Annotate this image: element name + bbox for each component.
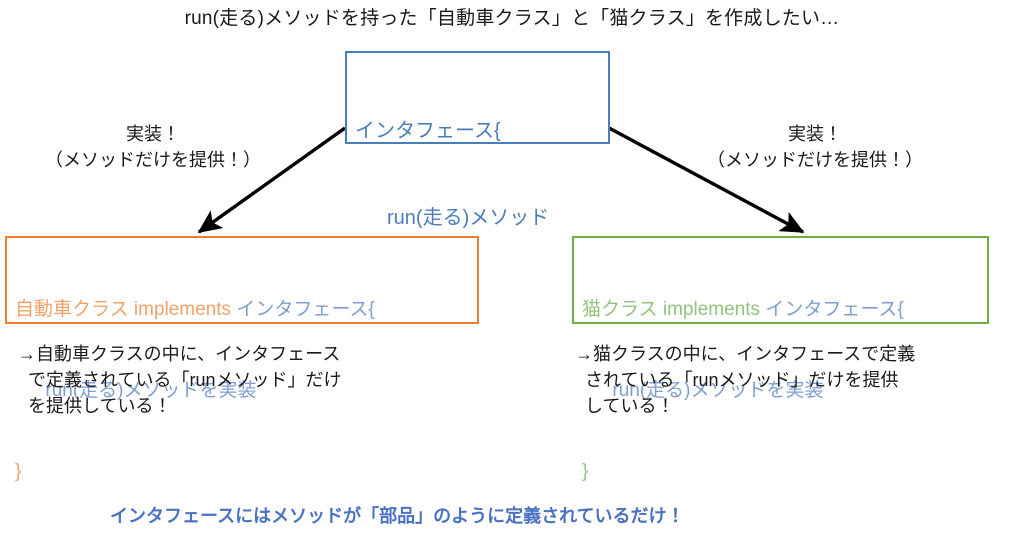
arrow-label-right-line2: （メソッドだけを提供！）: [707, 150, 923, 170]
cat-class-box: 猫クラス implements インタフェース{ run(走る)メソッドを実装 …: [572, 236, 989, 482]
interface-line-2: run(走る)メソッド: [387, 207, 550, 229]
car-class-declaration: 自動車クラス implements: [15, 299, 237, 320]
arrow-label-left-line1: 実装！: [126, 124, 180, 144]
arrow-label-left: 実装！ （メソッドだけを提供！）: [28, 121, 278, 173]
summary-line-1: インタフェースにはメソッドが「部品」のように定義されているだけ！: [110, 506, 685, 526]
car-class-interface-name: インタフェース{: [236, 299, 375, 320]
arrow-label-left-line2: （メソッドだけを提供！）: [45, 150, 261, 170]
arrow-label-right-line1: 実装！: [788, 124, 842, 144]
cat-class-declaration: 猫クラス implements: [582, 299, 766, 320]
cat-class-interface-name: インタフェース{: [765, 299, 904, 320]
arrow-label-right: 実装！ （メソッドだけを提供！）: [690, 121, 940, 173]
car-class-line-3: }: [15, 461, 22, 482]
car-class-caption: →自動車クラスの中に、インタフェース で定義されている「runメソッド」だけ を…: [18, 344, 342, 416]
page-title: run(走る)メソッドを持った「自動車クラス」と「猫クラス」を作成したい…: [184, 8, 840, 29]
interface-line-1: インタフェース{: [355, 120, 501, 142]
cat-class-caption: →猫クラスの中に、インタフェースで定義 されている「runメソッド」だけを提供 …: [575, 344, 916, 416]
summary-text: インタフェースにはメソッドが「部品」のように定義されているだけ！ →同じメソッド…: [110, 449, 758, 536]
cat-class-line-1: 猫クラス implements インタフェース{: [582, 296, 979, 323]
car-class-line-1: 自動車クラス implements インタフェース{: [15, 296, 469, 323]
interface-definition-box: インタフェース{ run(走る)メソッド }: [345, 51, 610, 316]
cat-class-line-3: }: [582, 461, 589, 482]
car-class-line-2: run(走る)メソッドを実装: [45, 380, 257, 401]
car-class-box: 自動車クラス implements インタフェース{ run(走る)メソッドを実…: [5, 236, 479, 482]
cat-class-line-2: run(走る)メソッドを実装: [612, 380, 824, 401]
